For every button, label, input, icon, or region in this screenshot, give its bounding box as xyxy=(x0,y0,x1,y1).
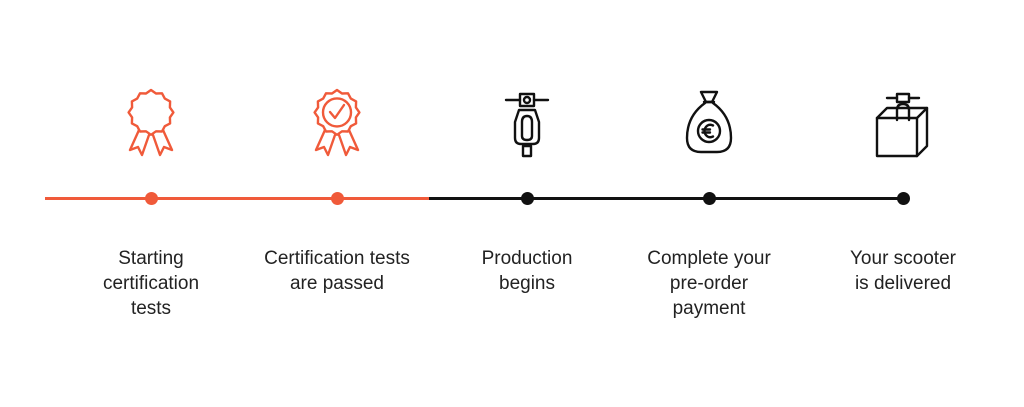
timeline-marker xyxy=(897,192,910,205)
timeline-marker xyxy=(145,192,158,205)
timeline-step-tests-passed: Certification tests are passed xyxy=(232,0,442,407)
delivery-box-icon xyxy=(873,86,933,160)
timeline-step-starting-certification: Starting certification tests xyxy=(46,0,256,407)
euro-money-bag-icon xyxy=(679,86,739,160)
timeline-marker xyxy=(331,192,344,205)
timeline-step-delivery: Your scooter is delivered xyxy=(798,0,1008,407)
rosette-check-icon xyxy=(307,86,367,160)
step-label: Complete your pre-order payment xyxy=(647,248,771,319)
step-label: Your scooter is delivered xyxy=(850,248,956,294)
timeline-completed-segment xyxy=(45,197,431,200)
timeline-marker xyxy=(703,192,716,205)
rosette-badge-icon xyxy=(121,86,181,160)
step-label: Certification tests are passed xyxy=(264,248,410,294)
step-label: Starting certification tests xyxy=(102,248,200,319)
timeline-step-production: Production begins xyxy=(422,0,632,407)
scooter-icon xyxy=(497,86,557,160)
timeline-step-payment: Complete your pre-order payment xyxy=(604,0,814,407)
timeline-pending-segment xyxy=(429,197,904,200)
step-label: Production begins xyxy=(481,248,573,294)
timeline-marker xyxy=(521,192,534,205)
